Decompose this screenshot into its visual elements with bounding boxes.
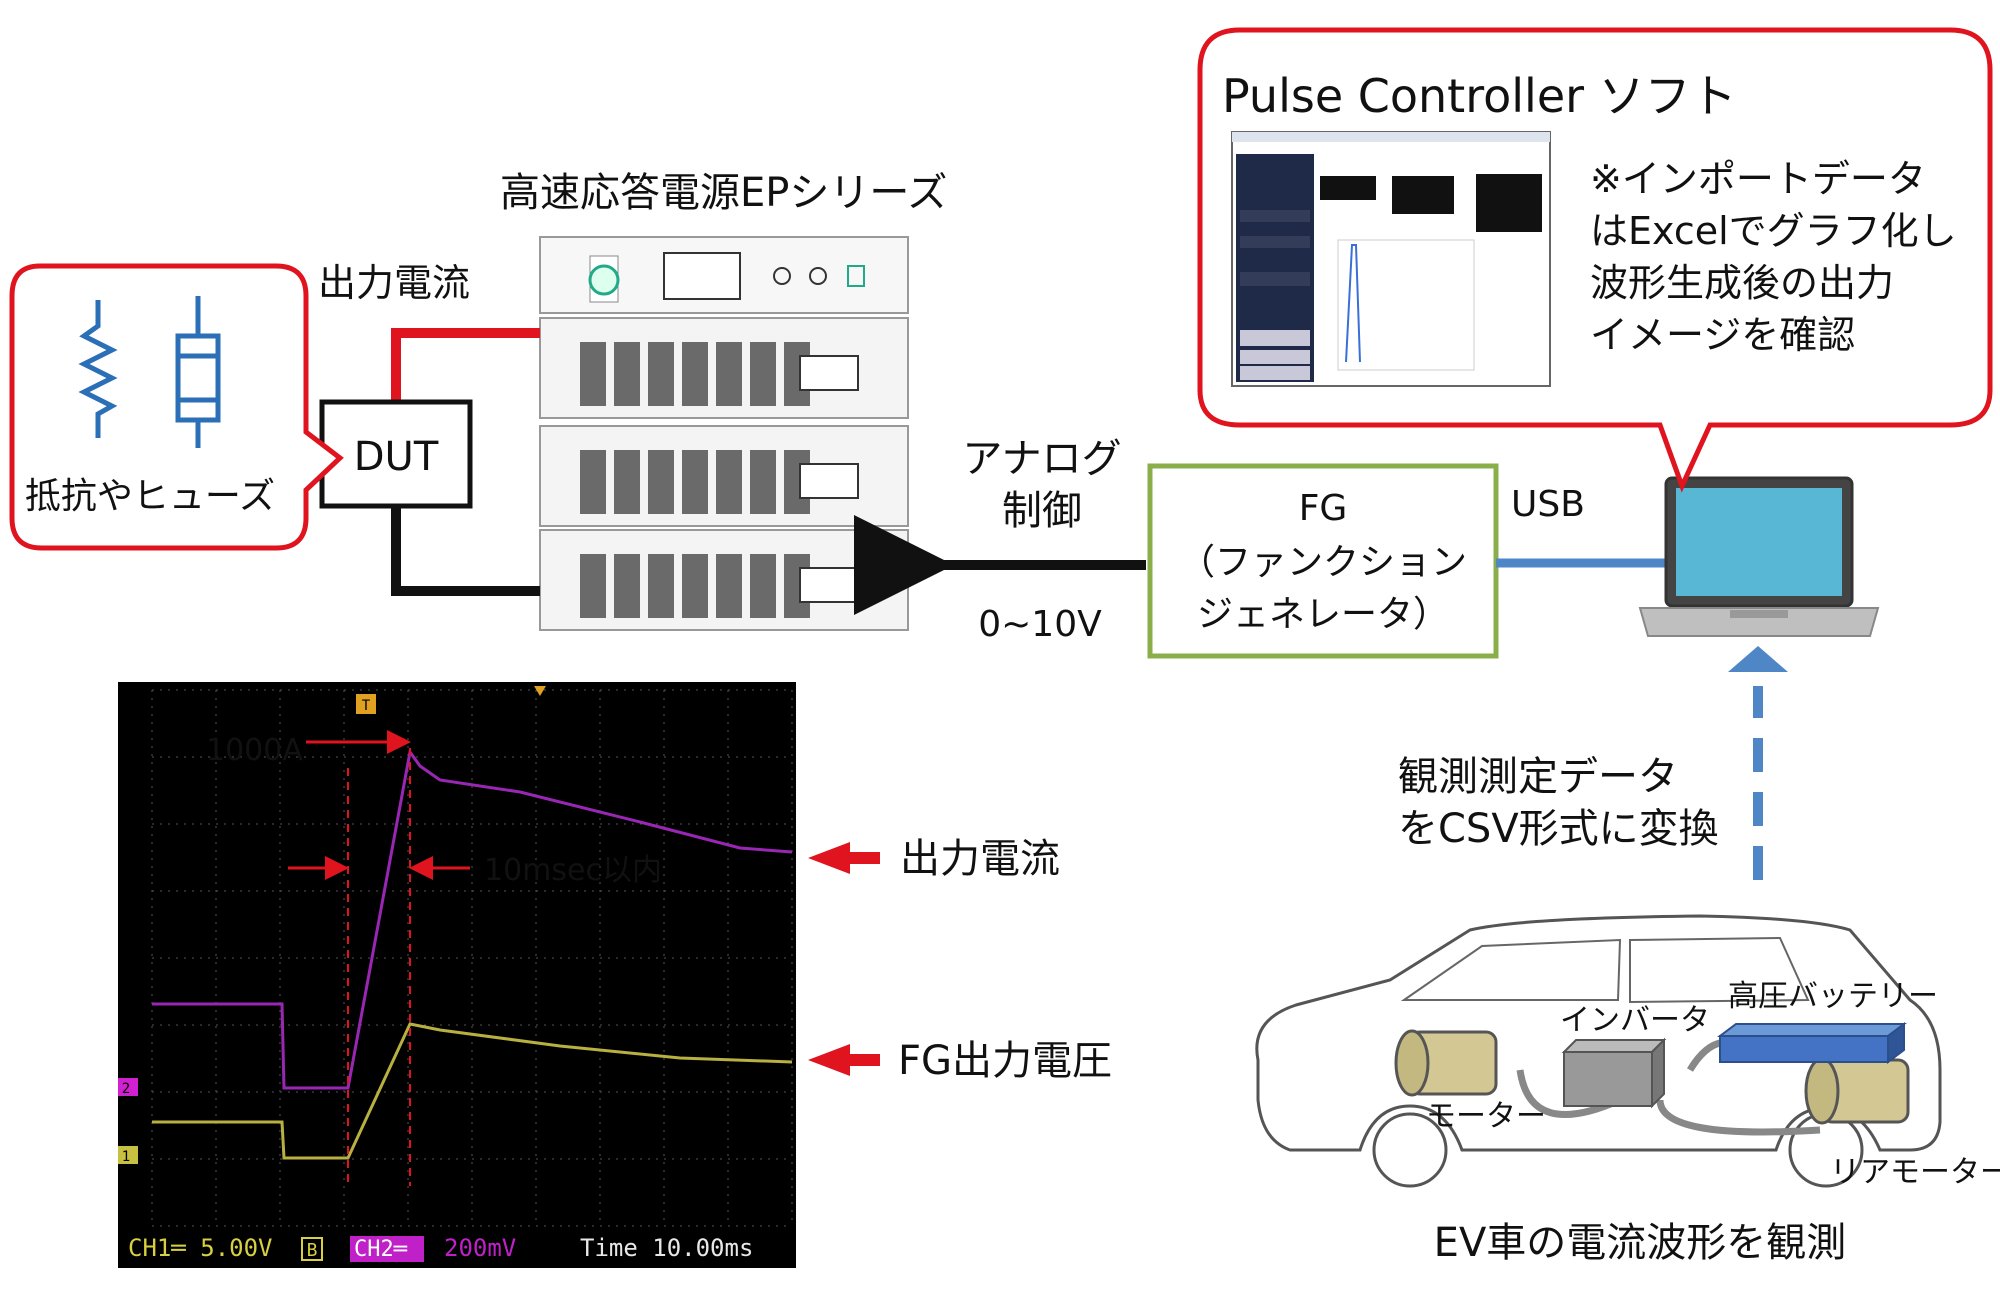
- software-title: Pulse Controller ソフト: [1222, 69, 1737, 123]
- red-wire: [391, 328, 540, 402]
- ev-caption: EV車の電流波形を観測: [1434, 1220, 1847, 1266]
- inverter-label: インバータ: [1560, 1003, 1710, 1038]
- fg-label-1: FG: [1299, 488, 1348, 529]
- analog-voltage: 0~10V: [978, 604, 1102, 645]
- ch2-waveform: [152, 748, 793, 1090]
- peak-label: 1000A: [206, 733, 303, 768]
- trigger-marker: [356, 694, 376, 714]
- power-unit: [539, 529, 909, 631]
- battery-label: 高圧バッテリー: [1728, 979, 1938, 1014]
- analog-label-2: 制御: [1002, 488, 1082, 534]
- software-screenshot: [1231, 131, 1551, 387]
- ch1-coupling-box: B: [307, 1240, 318, 1261]
- fuse-icon: [175, 296, 221, 448]
- scope-out-current-label: 出力電流: [900, 836, 1060, 882]
- fg-label-2: （ファンクション: [1179, 542, 1467, 583]
- usb-label: USB: [1511, 484, 1585, 525]
- ev-car-illustration: [1255, 914, 1942, 1188]
- ch1-status: CH1═ 5.00V: [128, 1234, 273, 1262]
- dut-callout-text: 抵抗やヒューズ: [25, 476, 275, 517]
- software-note: ※インポートデータ はExcelでグラフ化し 波形生成後の出力 イメージを確認: [1590, 157, 1957, 357]
- laptop-icon: [1638, 476, 1880, 637]
- rear-motor-icon: [1804, 1057, 1910, 1125]
- fg-voltage-arrow: [808, 1044, 880, 1076]
- ch2-status: CH2═: [354, 1237, 408, 1262]
- convert-label-2: をCSV形式に変換: [1398, 806, 1719, 852]
- power-unit: [539, 317, 909, 419]
- black-wire: [391, 506, 540, 596]
- ch2-marker: [118, 1078, 138, 1096]
- knob-icon: [588, 264, 620, 296]
- output-current-label-top: 出力電流: [318, 261, 470, 305]
- svg-text:2: 2: [122, 1081, 130, 1097]
- out-current-arrow: [808, 842, 880, 874]
- svg-text:※インポートデータ: ※インポートデータ: [1590, 157, 1926, 201]
- display-window: [663, 252, 741, 300]
- rear-motor-label: リアモーター: [1830, 1155, 2000, 1190]
- convert-label-1: 観測測定データ: [1398, 754, 1678, 800]
- ch1-waveform: [152, 1022, 793, 1160]
- resistor-icon: [78, 300, 118, 438]
- svg-text:イメージを確認: イメージを確認: [1590, 313, 1855, 357]
- power-unit: [539, 425, 909, 527]
- fg-label-3: ジェネレータ）: [1197, 594, 1449, 635]
- analog-label-1: アナログ: [962, 436, 1121, 482]
- trigger-position-marker: [534, 686, 546, 696]
- rise-time-label: 10msec以内: [484, 853, 662, 888]
- dut-label: DUT: [354, 434, 439, 480]
- svg-text:はExcelでグラフ化し: はExcelでグラフ化し: [1590, 209, 1957, 253]
- scope-fg-voltage-label: FG出力電圧: [898, 1038, 1112, 1084]
- ep-series-title: 高速応答電源EPシリーズ: [500, 170, 947, 216]
- motor-icon: [1394, 1029, 1498, 1097]
- timebase-status: Time 10.00ms: [580, 1234, 753, 1262]
- motor-label: モーター: [1426, 1099, 1546, 1134]
- ch1-marker: [118, 1146, 138, 1164]
- battery-icon: [1717, 1022, 1907, 1064]
- ch2-scale: 200mV: [444, 1234, 516, 1262]
- fg-box: [1147, 463, 1499, 659]
- oscilloscope-screen: T 2 1 1000A 10msec以内 CH1═ 5.00V B CH2═ 2…: [118, 682, 796, 1268]
- svg-text:T: T: [362, 698, 371, 714]
- svg-text:1: 1: [122, 1149, 130, 1165]
- power-supply-rack: [539, 236, 909, 631]
- upload-arrow-head: [1728, 646, 1788, 672]
- svg-text:波形生成後の出力: 波形生成後の出力: [1590, 261, 1894, 305]
- inverter-icon: [1561, 1037, 1667, 1109]
